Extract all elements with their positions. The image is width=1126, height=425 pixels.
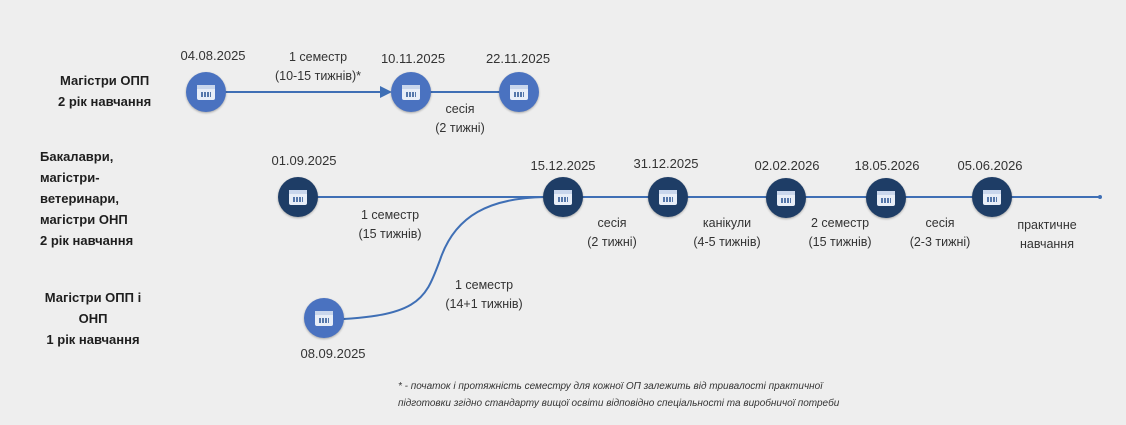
segment-line: сесія xyxy=(925,216,955,230)
calendar-icon xyxy=(197,84,215,100)
date-label: 18.05.2026 xyxy=(854,158,920,173)
segment-line: практичне xyxy=(1017,218,1077,232)
row-label-line: Бакалаври, xyxy=(40,149,114,164)
row-label-masters-opp-2: Магістри ОПП 2 рік навчання xyxy=(58,70,151,112)
date-label: 15.12.2025 xyxy=(530,158,596,173)
calendar-icon xyxy=(983,189,1001,205)
row-label-bachelors: Бакалаври, магістри- ветеринари, магістр… xyxy=(40,146,133,251)
calendar-node xyxy=(278,177,318,217)
calendar-icon xyxy=(777,190,795,206)
date-label: 04.08.2025 xyxy=(180,48,246,63)
segment-label: 1 семестр (15 тижнів) xyxy=(358,206,421,244)
segment-line: (15 тижнів) xyxy=(358,227,422,241)
row-label-line: Магістри ОПП xyxy=(59,73,150,88)
segment-line: навчання xyxy=(1020,237,1074,251)
segment-label: сесія (2 тижні) xyxy=(587,214,637,252)
segment-label: сесія (2-3 тижні) xyxy=(910,214,971,252)
segment-label: практичне навчання xyxy=(1017,216,1076,254)
segment-line: (15 тижнів) xyxy=(808,235,872,249)
segment-label: сесія (2 тижні) xyxy=(435,100,485,138)
segment-label: канікули (4-5 тижнів) xyxy=(693,214,760,252)
calendar-node xyxy=(391,72,431,112)
calendar-icon xyxy=(402,84,420,100)
row-label-line: ветеринари, xyxy=(40,191,120,206)
segment-line: 1 семестр xyxy=(360,208,420,222)
calendar-node xyxy=(499,72,539,112)
segment-line: (14+1 тижнів) xyxy=(445,297,523,311)
segment-line: (4-5 тижнів) xyxy=(693,235,761,249)
row-label-line: Магістри ОПП і xyxy=(44,290,142,305)
row-label-line: ОНП xyxy=(78,311,108,326)
segment-line: (10-15 тижнів)* xyxy=(274,69,362,83)
segment-line: 1 семестр xyxy=(454,278,514,292)
segment-line: (2 тижні) xyxy=(435,121,485,135)
calendar-node xyxy=(766,178,806,218)
calendar-node xyxy=(543,177,583,217)
segment-line: (2 тижні) xyxy=(587,235,637,249)
calendar-node xyxy=(972,177,1012,217)
calendar-node xyxy=(186,72,226,112)
segment-line: канікули xyxy=(702,216,752,230)
footnote-line: підготовки згідно стандарту вищої освіти… xyxy=(398,398,840,409)
date-label: 08.09.2025 xyxy=(300,346,366,361)
row-label-line: 1 рік навчання xyxy=(46,332,140,347)
calendar-icon xyxy=(510,84,528,100)
bottom-curve xyxy=(317,196,546,321)
calendar-node xyxy=(304,298,344,338)
row-label-line: магістри ОНП xyxy=(40,212,128,227)
row-label-line: магістри- xyxy=(40,170,100,185)
segment-label: 1 семестр (10-15 тижнів)* xyxy=(275,48,361,86)
footnote-line: * - початок і протяжність семестру для к… xyxy=(398,381,823,392)
segment-label: 2 семестр (15 тижнів) xyxy=(808,214,871,252)
date-label: 02.02.2026 xyxy=(754,158,820,173)
date-label: 31.12.2025 xyxy=(633,156,699,171)
segment-line: (2-3 тижні) xyxy=(909,235,971,249)
calendar-icon xyxy=(554,189,572,205)
segment-line: сесія xyxy=(597,216,627,230)
middle-line-end xyxy=(1098,195,1102,199)
calendar-node xyxy=(648,177,688,217)
calendar-icon xyxy=(315,310,333,326)
segment-line: 1 семестр xyxy=(288,50,348,64)
date-label: 01.09.2025 xyxy=(271,153,337,168)
segment-label: 1 семестр (14+1 тижнів) xyxy=(445,276,522,314)
calendar-icon xyxy=(659,189,677,205)
date-label: 05.06.2026 xyxy=(957,158,1023,173)
segment-line: 2 семестр xyxy=(810,216,870,230)
footnote: * - початок і протяжність семестру для к… xyxy=(398,378,839,412)
segment-line: сесія xyxy=(445,102,475,116)
row-label-masters-1: Магістри ОПП і ОНП 1 рік навчання xyxy=(38,287,148,350)
date-label: 10.11.2025 xyxy=(380,51,446,66)
calendar-icon xyxy=(877,190,895,206)
calendar-node xyxy=(866,178,906,218)
date-label: 22.11.2025 xyxy=(485,51,551,66)
row-label-line: 2 рік навчання xyxy=(40,233,134,248)
calendar-icon xyxy=(289,189,307,205)
row-label-line: 2 рік навчання xyxy=(58,94,152,109)
